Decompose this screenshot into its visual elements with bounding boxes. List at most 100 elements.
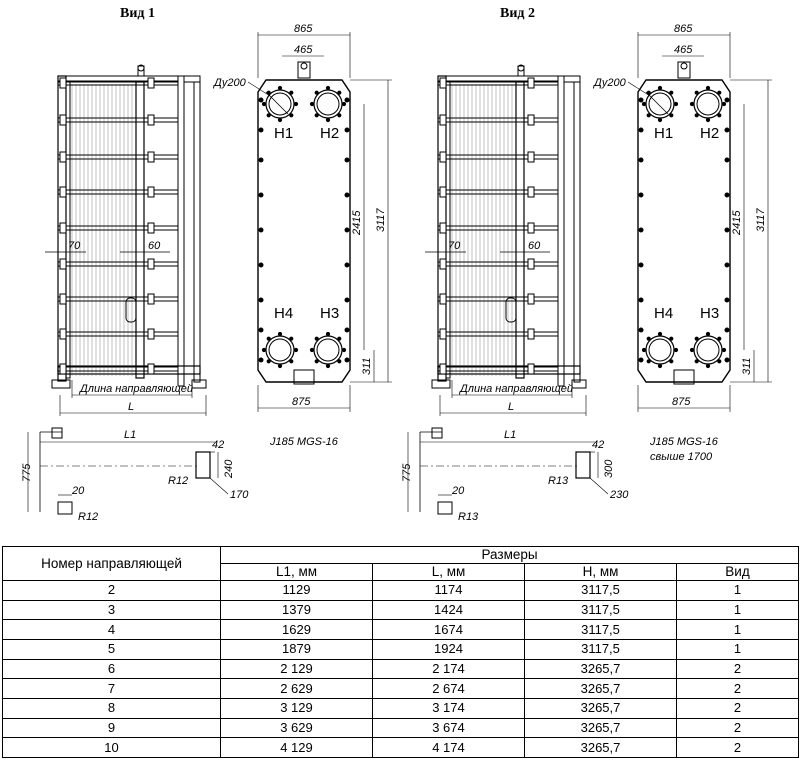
dim-240: 240 — [223, 459, 235, 479]
view-title: Вид 1 — [120, 6, 155, 21]
table-cell: 3265,7 — [524, 678, 677, 699]
dim-170: 170 — [230, 489, 249, 501]
table-cell: 3265,7 — [524, 717, 677, 739]
table-cell: 1674 — [372, 619, 525, 640]
dim-height-mid: 2415 — [731, 210, 743, 236]
table-cell: 2 — [675, 658, 800, 680]
nozzle-label: Ду200 — [592, 77, 627, 89]
dim-height-mid: 2415 — [351, 210, 363, 236]
table-cell: 7 — [2, 678, 221, 699]
table-cell: 2 — [675, 717, 800, 739]
table-cell: 3265,7 — [524, 697, 677, 719]
dim-gap-left: 70 — [448, 240, 461, 252]
flange-port — [309, 331, 347, 369]
model-note: свыше 1700 — [650, 451, 713, 463]
dim-r-small: R12 — [78, 511, 98, 523]
port-label-h2: H2 — [320, 125, 339, 142]
table-cell: 2 — [2, 580, 221, 601]
port-label-h1: H1 — [274, 125, 293, 142]
dim-r-main: R13 — [548, 475, 569, 487]
guide-length-label: Длина направляющей — [78, 383, 193, 395]
table-cell: 8 — [2, 697, 221, 719]
port-label-h4: H4 — [274, 305, 293, 322]
table-cell: 4 129 — [220, 737, 373, 758]
header-l: L, мм — [372, 563, 525, 581]
nozzle-label: Ду200 — [212, 77, 247, 89]
model-label: J185 MGS-16 — [649, 436, 719, 448]
flange-port — [261, 85, 299, 123]
port-label-h4: H4 — [654, 305, 673, 322]
dim-height-low: 311 — [361, 357, 373, 375]
flange-port — [261, 331, 299, 369]
flange-port — [689, 331, 727, 369]
dim-height-total: 3117 — [375, 207, 387, 232]
flange-port — [689, 85, 727, 123]
header-h: H, мм — [524, 563, 677, 581]
dim-170: 230 — [609, 489, 629, 501]
dim-height-low: 311 — [741, 357, 753, 375]
table-cell: 2 — [675, 678, 800, 699]
table-cell: 2 174 — [372, 658, 525, 680]
table-cell: 1 — [675, 599, 800, 621]
table-cell: 3117,5 — [524, 638, 677, 660]
dim-inner-top: 465 — [294, 44, 313, 56]
table-cell: 3265,7 — [524, 737, 677, 758]
port-label-h2: H2 — [700, 125, 719, 142]
table-cell: 2 — [675, 737, 800, 758]
dim-gap-right: 60 — [148, 240, 161, 252]
length-label: L — [128, 401, 134, 413]
table-cell: 3117,5 — [524, 580, 677, 601]
dim-20: 20 — [71, 485, 85, 497]
table-cell: 3 174 — [372, 697, 525, 719]
table-cell: 2 129 — [220, 658, 373, 680]
dim-42: 42 — [592, 439, 604, 451]
dim-l1: L1 — [504, 429, 516, 441]
dim-gap-right: 60 — [528, 240, 541, 252]
model-label: J185 MGS-16 — [269, 436, 339, 448]
table-cell: 2 — [675, 697, 800, 719]
dimensions-table: Номер направляющей Размеры L1, мм L, мм … — [2, 546, 800, 758]
dim-width-top: 865 — [294, 23, 313, 35]
flange-port — [641, 331, 679, 369]
table-cell: 1 — [675, 638, 800, 660]
table-cell: 5 — [2, 638, 221, 660]
table-cell: 1174 — [372, 580, 525, 601]
table-cell: 3 129 — [220, 697, 373, 719]
dim-42: 42 — [212, 439, 224, 451]
dim-height-total: 3117 — [755, 207, 767, 232]
table-cell: 6 — [2, 658, 221, 680]
flange-port — [309, 85, 347, 123]
table-cell: 1 — [675, 580, 800, 601]
header-guide-number: Номер направляющей — [2, 546, 221, 581]
table-cell: 2 629 — [220, 678, 373, 699]
dim-20: 20 — [451, 485, 465, 497]
header-l1: L1, мм — [220, 563, 373, 581]
dim-gap-left: 70 — [68, 240, 81, 252]
dim-240: 300 — [603, 459, 615, 478]
dim-width-bottom: 875 — [672, 396, 691, 408]
dim-775: 775 — [401, 463, 413, 482]
port-label-h3: H3 — [320, 305, 339, 322]
table-cell: 4 174 — [372, 737, 525, 758]
table-subheader-row: L1, мм L, мм H, мм Вид — [3, 563, 800, 581]
table-cell: 3 — [2, 599, 221, 621]
table-cell: 1424 — [372, 599, 525, 621]
dim-l1: L1 — [124, 429, 136, 441]
